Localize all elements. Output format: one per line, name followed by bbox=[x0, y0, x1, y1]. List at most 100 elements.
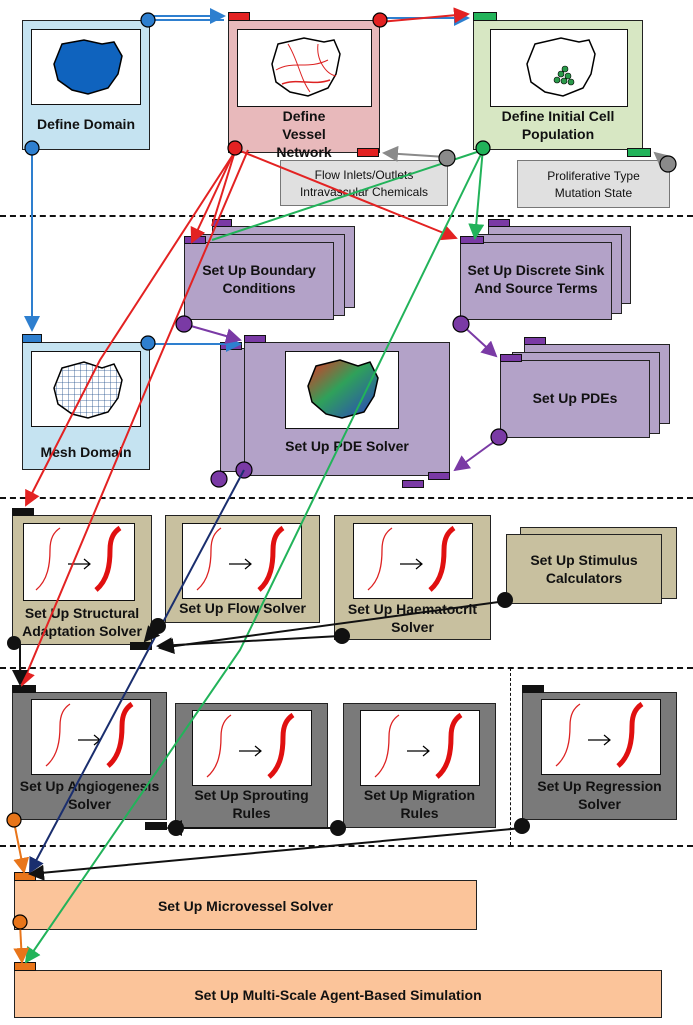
mesh-grid-icon bbox=[53, 361, 123, 419]
pde-solver-port-bottom-b bbox=[428, 472, 450, 480]
define-initial-cell-population-label: Define Initial Cell Population bbox=[501, 108, 615, 142]
proliferative-info-label: Proliferative Type Mutation State bbox=[547, 169, 640, 200]
pde-thumbnail bbox=[285, 351, 399, 429]
black-connectors bbox=[12, 600, 523, 881]
pdes-label: Set Up PDEs bbox=[532, 390, 618, 406]
cell-port-top bbox=[473, 12, 497, 21]
define-initial-cell-population-node[interactable]: Define Initial Cell Population bbox=[473, 20, 643, 150]
mesh-domain-label: Mesh Domain bbox=[40, 444, 132, 460]
sprouting-vessel-icon bbox=[206, 712, 295, 779]
stimulus-port[interactable] bbox=[497, 592, 513, 608]
migration-port[interactable] bbox=[330, 820, 346, 836]
domain-thumbnail bbox=[31, 29, 141, 105]
vessel-port-bottom bbox=[357, 148, 379, 157]
vessel-network-icon bbox=[271, 37, 341, 97]
migration-vessel-icon bbox=[374, 712, 463, 779]
flow-solver-port[interactable] bbox=[150, 618, 166, 634]
structural-port-top bbox=[12, 508, 34, 516]
section-divider-1 bbox=[0, 215, 693, 217]
pde-solver-output-port-a[interactable] bbox=[210, 470, 228, 488]
microvessel-solver-node[interactable]: Set Up Microvessel Solver bbox=[14, 880, 477, 930]
pde-solver-port-bottom-a bbox=[402, 480, 424, 488]
sprouting-thumbnail bbox=[192, 710, 312, 786]
proliferative-info-port[interactable] bbox=[659, 155, 677, 173]
migration-rules-label: Set Up Migration Rules bbox=[363, 787, 476, 821]
regression-solver-label: Set Up Regression Solver bbox=[537, 778, 662, 812]
structural-adaptation-node[interactable]: Set Up Structural Adaptation Solver bbox=[12, 515, 152, 645]
define-vessel-network-label: Define Vessel Network bbox=[276, 108, 332, 160]
structural-thumbnail bbox=[23, 523, 135, 601]
sprouting-rules-node[interactable]: Set Up Sprouting Rules bbox=[175, 703, 328, 828]
red-connectors bbox=[20, 7, 470, 687]
section-divider-4 bbox=[0, 845, 693, 847]
structural-port[interactable] bbox=[7, 636, 21, 650]
stimulus-calculators-node[interactable]: Set Up Stimulus Calculators bbox=[506, 534, 662, 604]
haematocrit-solver-node[interactable]: Set Up Haematocrit Solver bbox=[334, 515, 491, 640]
flow-solver-label: Set Up Flow Solver bbox=[179, 600, 306, 616]
migration-thumbnail bbox=[360, 710, 480, 786]
haematocrit-port[interactable] bbox=[334, 628, 350, 644]
proliferative-info-box: Proliferative Type Mutation State bbox=[517, 160, 670, 208]
blue-connectors bbox=[24, 8, 470, 352]
flow-vessel-icon bbox=[196, 525, 285, 592]
define-domain-label: Define Domain bbox=[36, 116, 135, 132]
sink-output-port[interactable] bbox=[452, 315, 470, 333]
sink-port-top-a bbox=[488, 219, 510, 227]
multiscale-simulation-node[interactable]: Set Up Multi-Scale Agent-Based Simulatio… bbox=[14, 970, 662, 1018]
boundary-conditions-node[interactable]: Set Up Boundary Conditions bbox=[184, 242, 334, 320]
sink-source-terms-node[interactable]: Set Up Discrete Sink And Source Terms bbox=[460, 242, 612, 320]
pde-solver-node[interactable]: Set Up PDE Solver bbox=[244, 342, 450, 476]
angiogenesis-thumbnail bbox=[31, 699, 151, 775]
green-connectors bbox=[24, 147, 485, 964]
mesh-output-port[interactable] bbox=[140, 335, 156, 351]
vessel-output-port[interactable] bbox=[372, 12, 388, 28]
pde-solver-label: Set Up PDE Solver bbox=[285, 438, 409, 454]
sink-source-terms-label: Set Up Discrete Sink And Source Terms bbox=[467, 262, 605, 296]
sprouting-port[interactable] bbox=[168, 820, 184, 836]
bc-output-port[interactable] bbox=[175, 315, 193, 333]
mesh-domain-node[interactable]: Mesh Domain bbox=[22, 342, 150, 470]
microvessel-output-port[interactable] bbox=[12, 914, 28, 930]
pde-solver-port-top-b bbox=[244, 335, 266, 343]
angiogenesis-solver-label: Set Up Angiogenesis Solver bbox=[19, 778, 160, 812]
orange-connectors bbox=[13, 821, 30, 964]
cell-down-port[interactable] bbox=[475, 140, 491, 156]
flow-solver-node[interactable]: Set Up Flow Solver bbox=[165, 515, 320, 623]
navy-connectors bbox=[29, 469, 245, 874]
pdes-port-top-b bbox=[500, 354, 522, 362]
blob-icon bbox=[53, 39, 123, 95]
regression-port[interactable] bbox=[514, 818, 530, 834]
regression-port-top bbox=[522, 685, 544, 693]
pdes-output-port[interactable] bbox=[490, 428, 508, 446]
section-divider-3 bbox=[0, 667, 693, 669]
cell-population-thumbnail bbox=[490, 29, 628, 107]
mesh-thumbnail bbox=[31, 351, 141, 427]
regression-vessel-icon bbox=[555, 701, 644, 768]
pdes-node[interactable]: Set Up PDEs bbox=[500, 360, 650, 438]
sprouting-rules-label: Set Up Sprouting Rules bbox=[194, 787, 309, 821]
haematocrit-thumbnail bbox=[353, 523, 473, 599]
purple-connectors bbox=[183, 323, 500, 472]
vessel-thumbnail bbox=[237, 29, 372, 107]
cell-cluster-icon bbox=[526, 37, 596, 97]
vertical-divider bbox=[510, 668, 511, 845]
multiscale-simulation-label: Set Up Multi-Scale Agent-Based Simulatio… bbox=[194, 987, 482, 1003]
vessel-thickening-icon bbox=[35, 525, 122, 592]
domain-output-port[interactable] bbox=[140, 12, 156, 28]
regression-solver-node[interactable]: Set Up Regression Solver bbox=[522, 692, 677, 820]
pdes-port-top-a bbox=[524, 337, 546, 345]
flow-thumbnail bbox=[182, 523, 302, 599]
angiogenesis-solver-node[interactable]: Set Up Angiogenesis Solver bbox=[12, 692, 167, 820]
grey-connectors bbox=[382, 145, 671, 169]
cell-port-bottom bbox=[627, 148, 651, 157]
define-vessel-network-node[interactable]: Define Vessel Network bbox=[228, 20, 380, 160]
flow-info-port[interactable] bbox=[438, 149, 456, 167]
regression-thumbnail bbox=[541, 699, 661, 775]
angiogenesis-output-port[interactable] bbox=[6, 812, 22, 828]
stimulus-calculators-label: Set Up Stimulus Calculators bbox=[530, 552, 638, 586]
define-domain-node[interactable]: Define Domain bbox=[22, 20, 150, 150]
migration-rules-node[interactable]: Set Up Migration Rules bbox=[343, 703, 496, 828]
vessel-down-port[interactable] bbox=[227, 140, 243, 156]
haematocrit-vessel-icon bbox=[367, 525, 456, 592]
domain-down-port[interactable] bbox=[24, 140, 40, 156]
